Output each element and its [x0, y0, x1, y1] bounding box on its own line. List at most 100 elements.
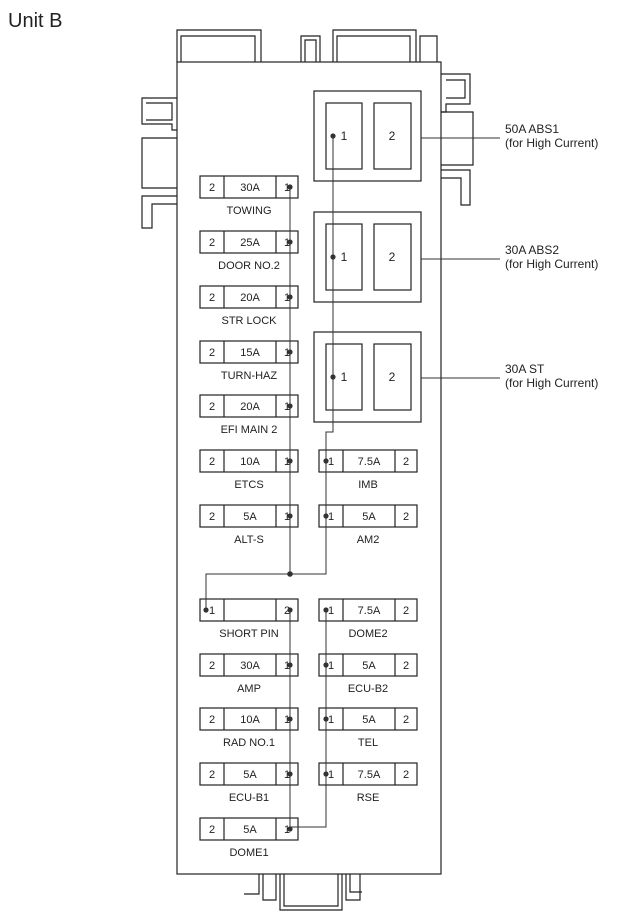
junction-dot: [287, 571, 293, 577]
relay-terminal-2: [373, 343, 412, 411]
relay-callout-title: 30A ST: [505, 362, 545, 376]
fuse-label: RAD NO.1: [223, 737, 275, 749]
fuse-rating: 25A: [240, 237, 260, 249]
fuse-pin-right: 2: [403, 769, 409, 781]
fuse-pin-right: 1: [284, 456, 290, 468]
relay-terminal-1: [325, 343, 363, 411]
fuse-label: ECU-B1: [229, 792, 269, 804]
fuse-label: TURN-HAZ: [221, 370, 277, 382]
fuse-rating: 5A: [362, 714, 376, 726]
fuse-outline: [199, 504, 299, 528]
relay-pin-2: 2: [389, 129, 396, 143]
fuse-outline: [199, 285, 299, 309]
fuse-outline: [199, 340, 299, 364]
fuse-outline: [318, 449, 418, 473]
fuse-pin-left: 1: [328, 511, 334, 523]
relay-outline: [313, 331, 422, 423]
short-pin-left-wire: [205, 573, 290, 609]
relay-terminal-1: [325, 102, 363, 170]
wiring: [205, 135, 334, 828]
fuse-pin-right: 1: [284, 769, 290, 781]
fuse-pin-left: 2: [209, 292, 215, 304]
callout-lines: [421, 137, 500, 379]
relay-callout-note: (for High Current): [505, 257, 598, 271]
fuse-outline: [318, 598, 418, 622]
fuse-pin-right: 1: [284, 824, 290, 836]
fuse-outline: [199, 230, 299, 254]
fuse-outline: [199, 707, 299, 731]
unit-title: Unit B: [8, 10, 62, 32]
terminal-dot: [287, 826, 293, 832]
relay-pin-1: 1: [341, 370, 348, 384]
fuse-pin-left: 2: [209, 237, 215, 249]
fuse-rating: 30A: [240, 660, 260, 672]
fuse-outline: [199, 598, 299, 622]
fuse-pin-left: 1: [328, 769, 334, 781]
fuse-pin-right: 2: [403, 511, 409, 523]
fuse-outline: [199, 817, 299, 841]
fuse-pin-right: 1: [284, 237, 290, 249]
fuse-outline: [199, 762, 299, 786]
fuse-rating: 15A: [240, 347, 260, 359]
fuse-rating: 20A: [240, 292, 260, 304]
fuse-rating: 10A: [240, 714, 260, 726]
fuse-label: SHORT PIN: [219, 628, 279, 640]
fuse-rating: 7.5A: [358, 769, 381, 781]
fuse-outline: [199, 175, 299, 199]
fuse-rating: 5A: [362, 660, 376, 672]
relay-2: 1 2 30A ST(for High Current): [313, 331, 598, 423]
fuse-pin-right: 1: [284, 714, 290, 726]
fuse-pin-left: 1: [328, 456, 334, 468]
fuse-rating: 5A: [243, 769, 257, 781]
fuse-pin-left: 2: [209, 182, 215, 194]
fuse-pin-right: 1: [284, 660, 290, 672]
fuse-label: IMB: [358, 479, 378, 491]
relay-outline: [313, 211, 422, 303]
fuse-pin-left: 2: [209, 456, 215, 468]
relay-callout-note: (for High Current): [505, 376, 598, 390]
relay-pin-1: 1: [341, 250, 348, 264]
fuse-pin-right: 1: [284, 511, 290, 523]
fuse-box-housing: [141, 29, 474, 911]
fuse-rating: 30A: [240, 182, 260, 194]
fuse-rating: 20A: [240, 401, 260, 413]
fuse-pin-left: 2: [209, 660, 215, 672]
fuse-pin-left: 2: [209, 347, 215, 359]
fuse-label: ETCS: [234, 479, 263, 491]
fuse-label: RSE: [357, 792, 380, 804]
fuse-label: AM2: [357, 534, 380, 546]
fuse-pin-left: 1: [328, 660, 334, 672]
fuse-pin-right: 1: [284, 347, 290, 359]
fuse-label: AMP: [237, 683, 261, 695]
fuse-pin-right: 1: [284, 292, 290, 304]
fuse-pin-right: 1: [284, 182, 290, 194]
relay-pin-2: 2: [389, 370, 396, 384]
fuse-pin-right: 2: [403, 456, 409, 468]
relay-terminal-2: [373, 102, 412, 170]
fuse-rating: 7.5A: [358, 605, 381, 617]
relay-outline: [313, 90, 422, 182]
fuse-outline: [199, 449, 299, 473]
fuse-label: TOWING: [226, 205, 271, 217]
fuse-label: ECU-B2: [348, 683, 388, 695]
